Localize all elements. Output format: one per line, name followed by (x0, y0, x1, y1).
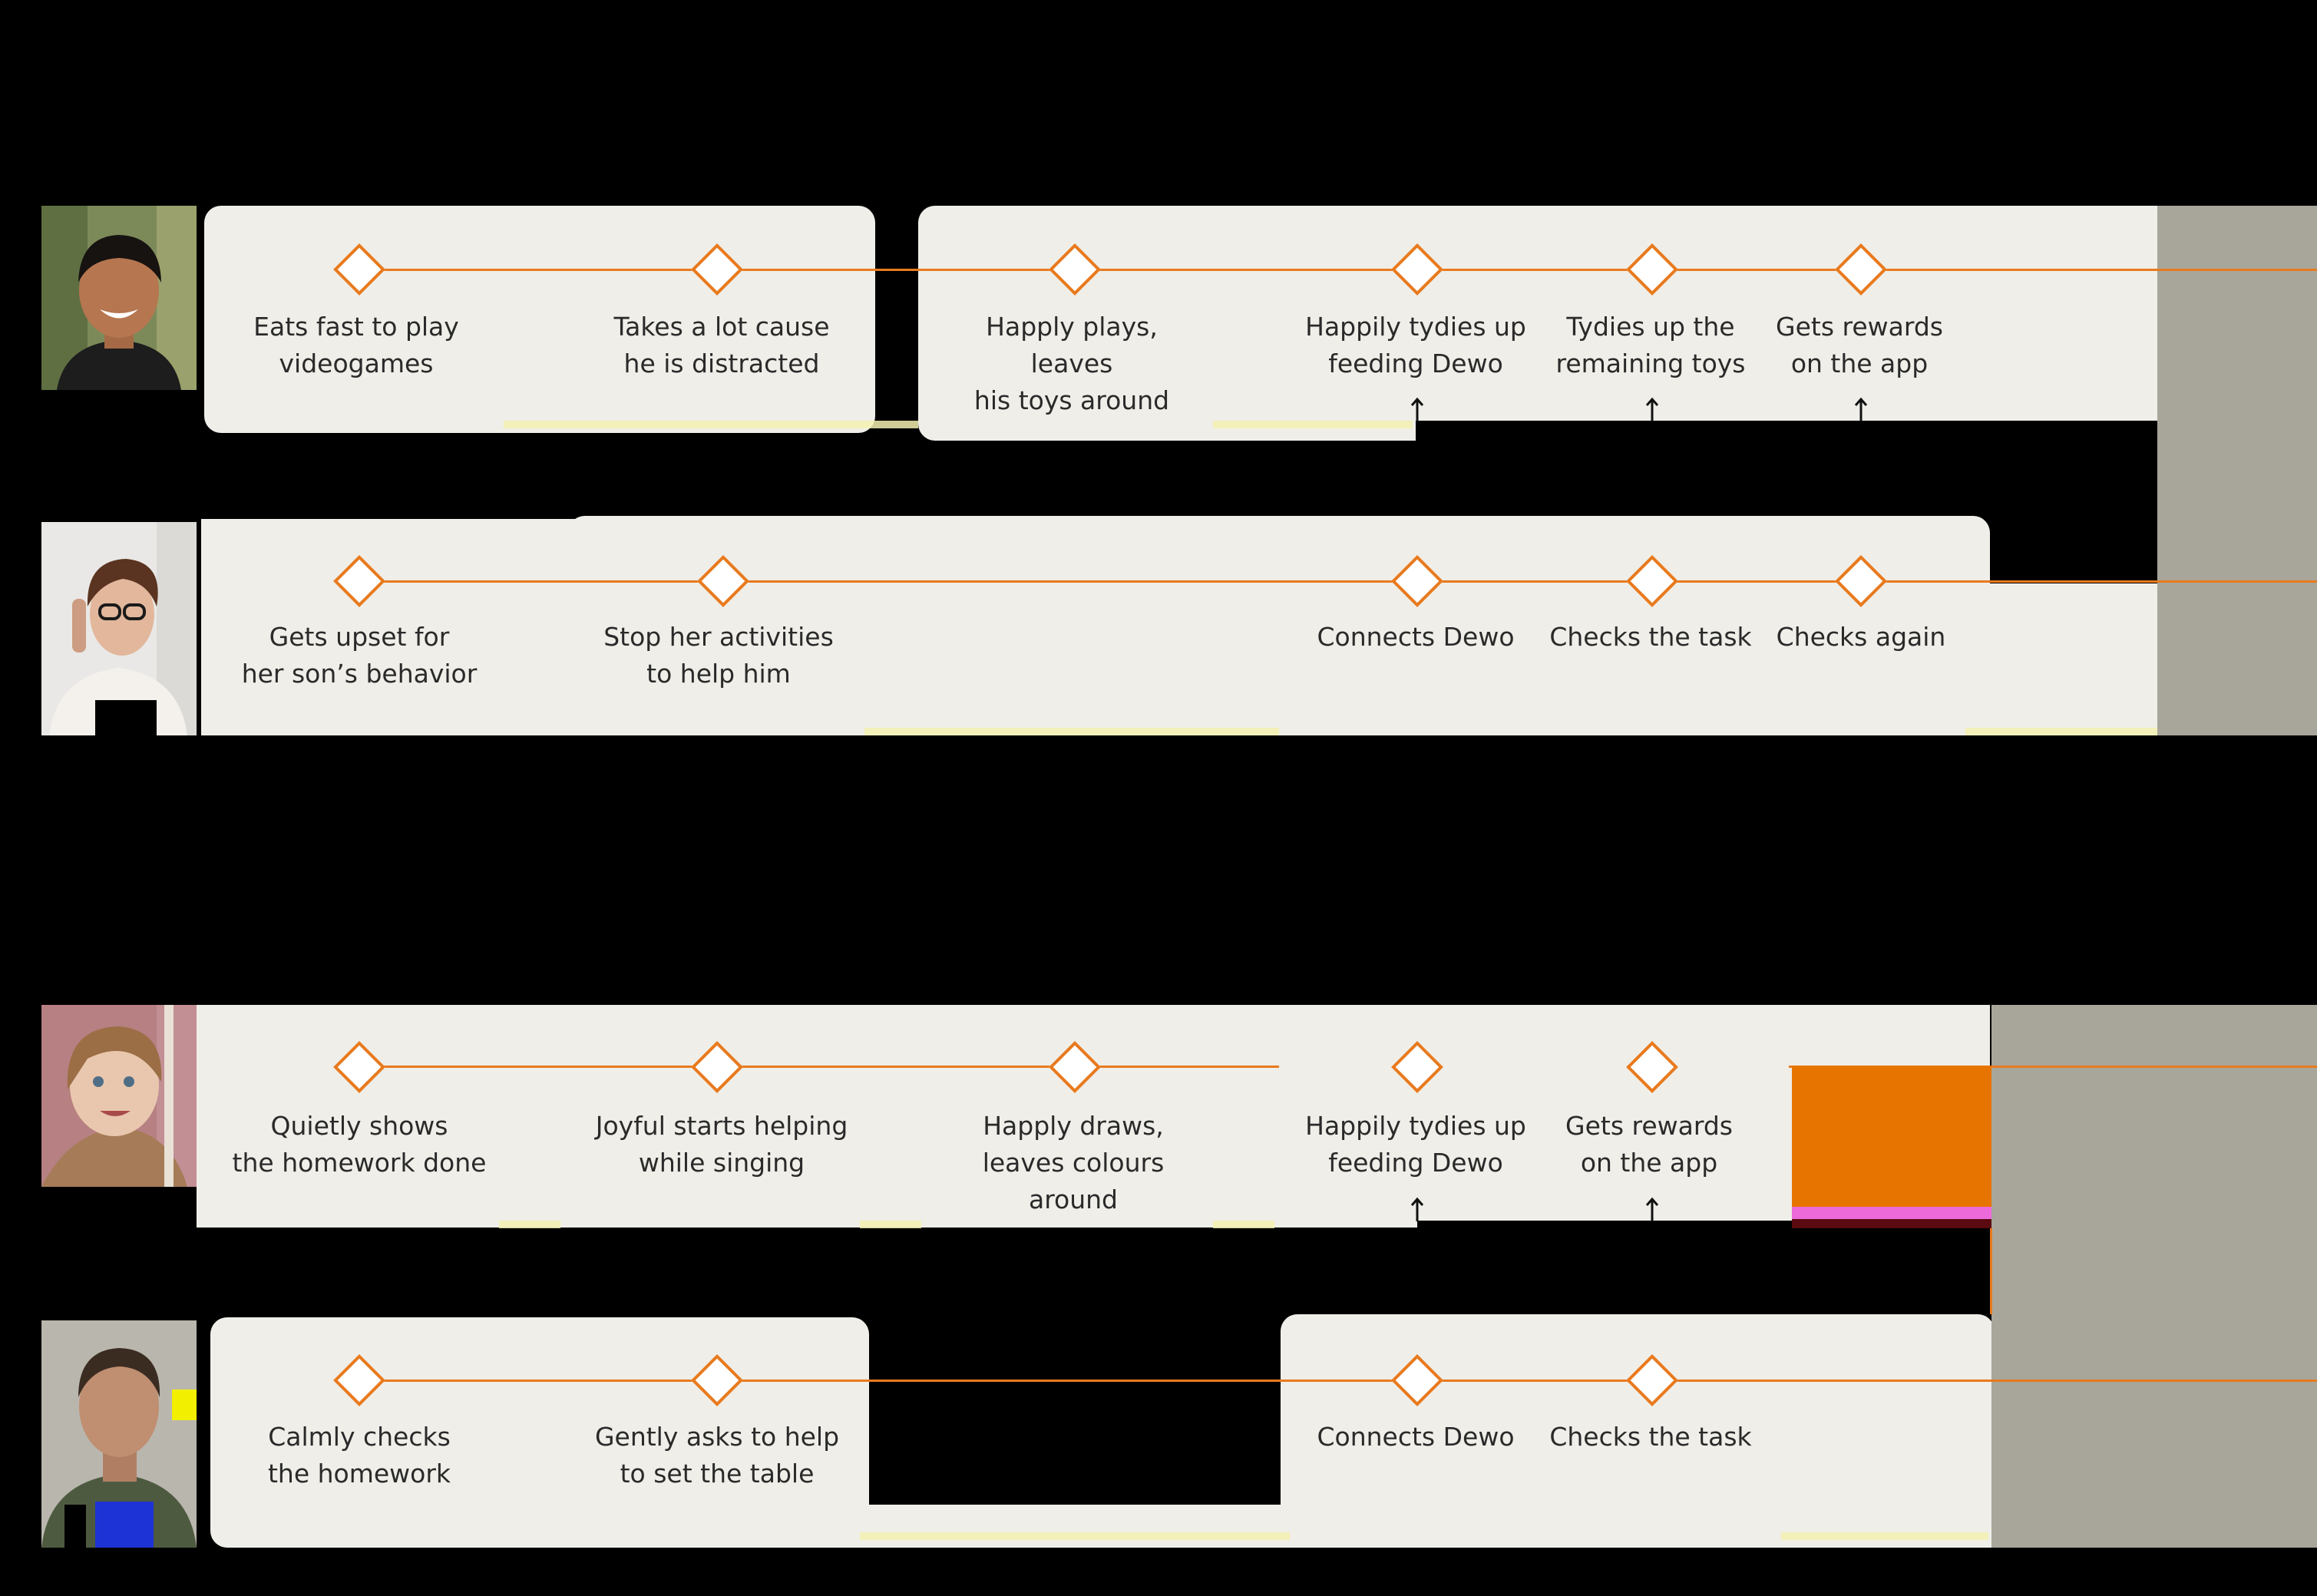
mother-highlight-1 (864, 728, 1279, 735)
father-grey-tail (1991, 1314, 2317, 1548)
mother-connector-line (358, 580, 2317, 583)
father-step-4-label: Checks the task (1549, 1422, 1752, 1452)
boy-panel-right (918, 206, 1979, 441)
mother-highlight-2 (1965, 728, 2157, 735)
father-panel-bottom (568, 1505, 1996, 1548)
girl-highlight-3 (1213, 1221, 1274, 1228)
boy-connector-line (358, 269, 2317, 271)
boy-step-1-label: Eats fast to play videogames (253, 312, 459, 378)
boy-grey-tail (2157, 206, 2317, 425)
father-highlight-1 (860, 1532, 1290, 1540)
boy-step-5-label: Tydies up the remaining toys (1555, 312, 1746, 378)
girl-connector-line-a (358, 1066, 1279, 1068)
girl-vertical-accent (1990, 1228, 1992, 1314)
girl-dark-gap (1417, 1221, 1793, 1242)
mother-panel-right (568, 516, 1990, 735)
girl-pink-stripe (1792, 1207, 1991, 1219)
girl-up-arrow-icon-1 (1410, 1197, 1424, 1221)
girl-step-4-label: Happily tydies up feeding Dewo (1305, 1111, 1526, 1178)
man-portrait-icon (41, 1320, 197, 1548)
father-step-1-label: Calmly checks the homework (267, 1422, 451, 1489)
boy-portrait-icon (41, 206, 197, 390)
girl-step-2-label: Joyful starts helping while singing (595, 1111, 848, 1178)
boy-up-arrow-icon-3 (1854, 397, 1868, 421)
boy-panel-left (204, 206, 875, 433)
father-step-2-label: Gently asks to help to set the table (594, 1422, 840, 1489)
boy-highlight-1 (504, 421, 918, 428)
boy-step-6-label: Gets rewards on the app (1776, 312, 1943, 378)
father-avatar (41, 1320, 197, 1548)
father-highlight-2 (1781, 1532, 1988, 1540)
boy-step-2-label: Takes a lot cause he is distracted (613, 312, 830, 378)
boy-panel-tail (1919, 206, 2157, 421)
mother-step-2-label: Stop her activities to help him (603, 622, 834, 689)
girl-step-1-label: Quietly shows the homework done (232, 1111, 487, 1178)
girl-grey-tail (1991, 1005, 2317, 1315)
boy-up-arrow-icon-2 (1645, 397, 1659, 421)
girl-avatar (41, 1005, 197, 1187)
girl-step-5-label: Gets rewards on the app (1565, 1111, 1733, 1178)
girl-highlight-1 (499, 1221, 560, 1228)
boy-dark-gap (1416, 421, 2157, 442)
boy-avatar (41, 206, 197, 390)
boy-highlight-2 (1213, 421, 1413, 428)
father-connector-line (358, 1380, 2317, 1382)
mother-step-3-label: Connects Dewo (1317, 622, 1515, 652)
woman-with-glasses-portrait-icon (41, 522, 197, 735)
mother-panel-tail (1950, 583, 2157, 735)
boy-up-arrow-icon-1 (1410, 397, 1424, 421)
mother-step-5-label: Checks again (1776, 622, 1946, 652)
girl-connector-line-b (1789, 1066, 2317, 1068)
boy-step-4-label: Happily tydies up feeding Dewo (1305, 312, 1526, 378)
girl-dark-red-stripe (1792, 1219, 1991, 1228)
mother-step-4-label: Checks the task (1549, 622, 1752, 652)
girl-up-arrow-icon-2 (1645, 1197, 1659, 1221)
mother-step-1-label: Gets upset for her son’s behavior (241, 622, 478, 689)
father-step-3-label: Connects Dewo (1317, 1422, 1515, 1452)
girl-panel (197, 1005, 1990, 1228)
girl-portrait-icon (41, 1005, 197, 1187)
girl-orange-block (1792, 1066, 1991, 1207)
boy-step-3-label: Happly plays, leaves his toys around (973, 312, 1170, 415)
girl-step-3-label: Happly draws, leaves colours around (982, 1111, 1165, 1214)
girl-highlight-2 (860, 1221, 921, 1228)
mother-avatar (41, 522, 197, 735)
